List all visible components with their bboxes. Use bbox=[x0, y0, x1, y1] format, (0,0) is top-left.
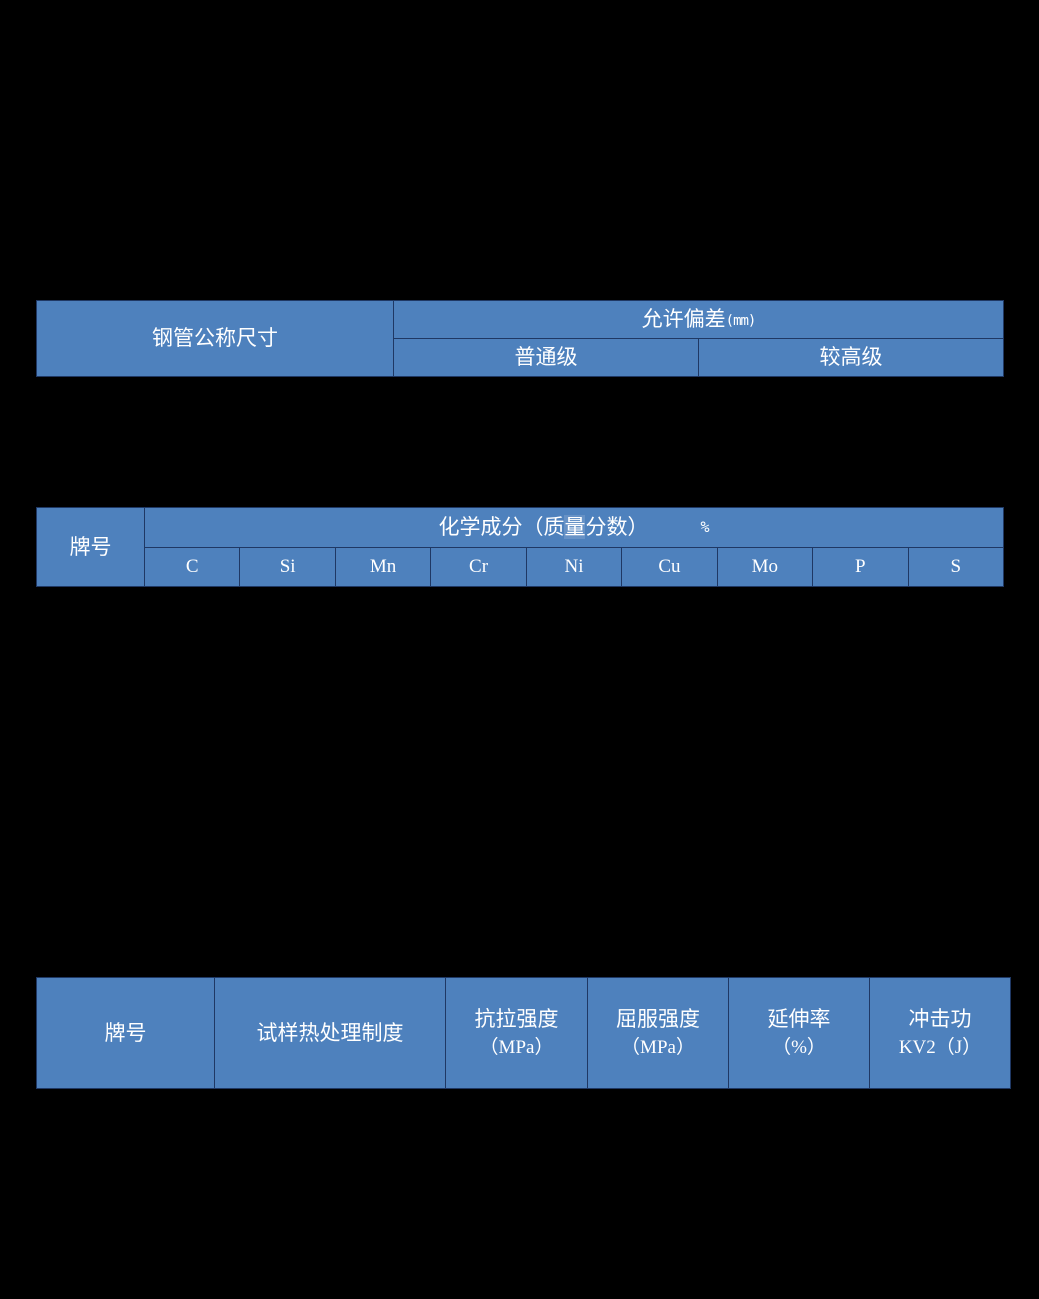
table-row: 牌号 试样热处理制度 抗拉强度 （MPa） 屈服强度 （MPa） 延伸率 （%） bbox=[36, 977, 1011, 1089]
table-dimension-tolerance: 钢管公称尺寸 允许偏差(mm) 普通级 较高级 bbox=[36, 300, 1004, 377]
table-row: C Si Mn Cr Ni Cu Mo P S bbox=[37, 546, 1004, 587]
header-cell-grade-high: 较高级 bbox=[698, 338, 1004, 377]
header-cell-yield-strength: 屈服强度 （MPa） bbox=[587, 977, 729, 1089]
tensile-strength-label: 抗拉强度 bbox=[474, 1007, 559, 1031]
header-cell-element-cu: Cu bbox=[621, 546, 718, 587]
header-cell-element-s: S bbox=[907, 546, 1004, 587]
table-row: 普通级 较高级 bbox=[37, 338, 1004, 377]
header-cell-heat-treatment: 试样热处理制度 bbox=[214, 977, 446, 1089]
yield-strength-label: 屈服强度 bbox=[616, 1007, 700, 1031]
table-chemical-composition: 牌号 化学成分（质量分数）% C Si Mn Cr Ni Cu Mo P S bbox=[36, 507, 1004, 587]
impact-energy-unit: KV2（J） bbox=[898, 1037, 982, 1059]
elongation-unit: （%） bbox=[772, 1037, 826, 1059]
header-cell-element-c: C bbox=[143, 546, 241, 587]
allowable-deviation-label: 允许偏差 bbox=[641, 307, 726, 332]
header-cell-grade-normal: 普通级 bbox=[393, 338, 699, 377]
header-cell-steel-grade: 牌号 bbox=[36, 507, 145, 587]
heat-treatment-label: 试样热处理制度 bbox=[256, 1020, 404, 1045]
allowable-deviation-unit: (mm) bbox=[725, 313, 757, 330]
header-cell-element-cr: Cr bbox=[430, 546, 527, 587]
chem-label-part-b: 分数） bbox=[585, 514, 649, 539]
header-cell-tensile-strength: 抗拉强度 （MPa） bbox=[445, 977, 588, 1089]
chem-unit-percent: % bbox=[700, 517, 710, 536]
steel-grade-label: 牌号 bbox=[104, 1020, 147, 1045]
elongation-label: 延伸率 bbox=[767, 1007, 831, 1031]
header-cell-element-si: Si bbox=[239, 546, 336, 587]
header-cell-element-mn: Mn bbox=[334, 546, 432, 587]
header-cell-element-p: P bbox=[812, 546, 909, 587]
table-mechanical-properties: 牌号 试样热处理制度 抗拉强度 （MPa） 屈服强度 （MPa） 延伸率 （%） bbox=[36, 977, 1011, 1089]
table-row: 钢管公称尺寸 允许偏差(mm) bbox=[36, 300, 1004, 377]
header-cell-allowable-deviation: 允许偏差(mm) bbox=[393, 300, 1004, 339]
header-cell-chemical-composition: 化学成分（质量分数）% bbox=[144, 507, 1004, 548]
chem-label-part-a: 化学成分（质 bbox=[438, 514, 565, 539]
header-cell-elongation: 延伸率 （%） bbox=[728, 977, 870, 1089]
header-cell-nominal-size: 钢管公称尺寸 bbox=[36, 300, 394, 377]
impact-energy-label: 冲击功 bbox=[908, 1007, 972, 1031]
table-row: 牌号 化学成分（质量分数）% bbox=[36, 507, 1004, 587]
header-cell-element-mo: Mo bbox=[716, 546, 814, 587]
yield-strength-unit: （MPa） bbox=[621, 1037, 695, 1059]
header-cell-element-ni: Ni bbox=[525, 546, 623, 587]
header-cell-impact-energy: 冲击功 KV2（J） bbox=[869, 977, 1011, 1089]
chem-label-highlighted-char: 量 bbox=[564, 514, 586, 539]
header-cell-steel-grade: 牌号 bbox=[36, 977, 215, 1089]
tensile-strength-unit: （MPa） bbox=[479, 1037, 554, 1059]
